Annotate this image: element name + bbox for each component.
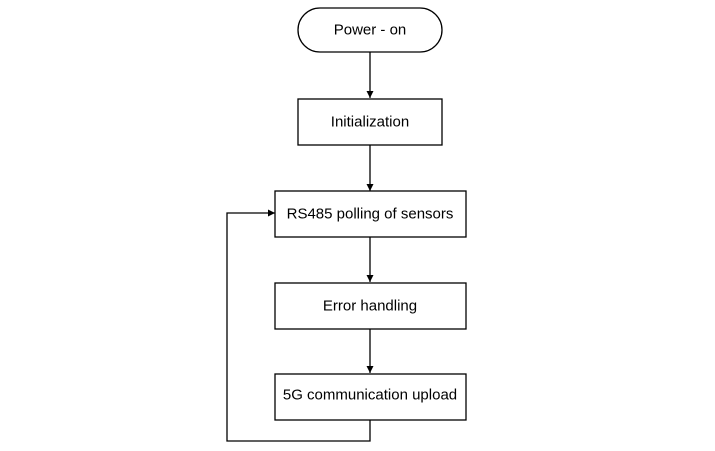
node-5g-upload: 5G communication upload [274, 373, 467, 421]
node-label-power-on: Power - on [334, 22, 407, 39]
process-shape [297, 98, 443, 146]
node-initialization: Initialization [297, 98, 443, 146]
node-rs485-polling: RS485 polling of sensors [274, 190, 467, 238]
node-error-handling: Error handling [274, 282, 467, 330]
process-shape [274, 373, 467, 421]
terminator-shape [297, 7, 443, 53]
node-label-initialization: Initialization [331, 114, 409, 131]
node-label-error-handling: Error handling [323, 298, 417, 315]
edge-upload-loop-to-poll [226, 209, 371, 442]
process-shape [274, 282, 467, 330]
process-shape [274, 190, 467, 238]
node-power-on: Power - on [297, 7, 443, 53]
node-label-5g-upload: 5G communication upload [283, 387, 457, 404]
edges [226, 52, 374, 442]
node-label-rs485-polling: RS485 polling of sensors [287, 206, 454, 223]
